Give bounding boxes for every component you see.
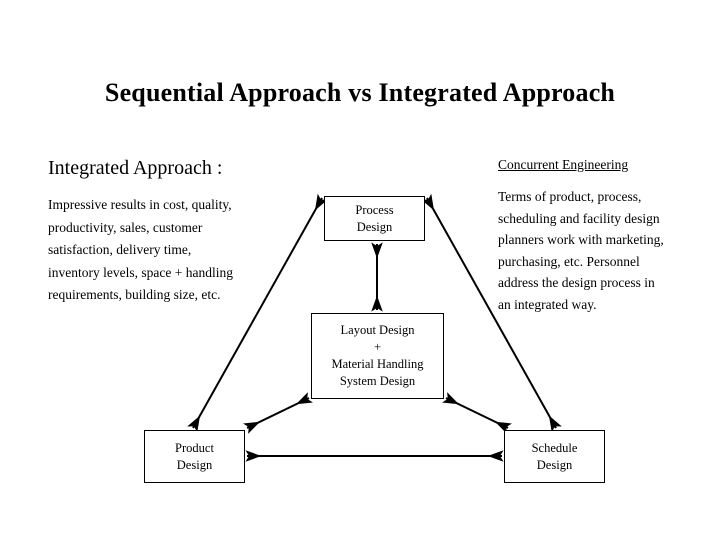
left-body-line: Impressive results in cost, quality, [48,197,232,212]
right-column-heading: Concurrent Engineering [498,157,629,172]
left-column-heading: Integrated Approach : [48,157,223,179]
edge-layout-product [243,392,313,434]
left-body-line: productivity, sales, customer [48,219,203,235]
left-body-line: inventory levels, space + handling [48,264,233,280]
node-label-line: Schedule [531,440,578,455]
node-label-line: + [373,340,382,354]
node-layout-design[interactable]: Layout Design + Material Handling System… [311,313,444,399]
edge-process-schedule [421,193,562,433]
node-schedule-design[interactable]: Schedule Design [504,430,605,483]
left-body-line: satisfaction, delivery time, [48,242,192,257]
node-label-line: Product [175,440,214,455]
page-title: Sequential Approach vs Integrated Approa… [104,78,616,107]
node-label-line: Layout Design [340,323,415,337]
node-label-line: Material Handling [331,357,424,371]
node-label-line: Process [355,202,394,217]
node-label-line: Design [176,457,213,472]
node-label-line: System Design [339,374,416,388]
left-body-line: requirements, building size, etc. [48,287,221,302]
node-label-line: Design [536,457,573,472]
left-column-body: Impressive results in cost, quality, pro… [48,194,298,307]
edge-layout-schedule [442,392,512,434]
node-product-design[interactable]: Product Design [144,430,245,483]
node-process-design[interactable]: Process Design [324,196,425,241]
node-label-line: Design [356,219,393,234]
edge-process-product [187,193,328,433]
